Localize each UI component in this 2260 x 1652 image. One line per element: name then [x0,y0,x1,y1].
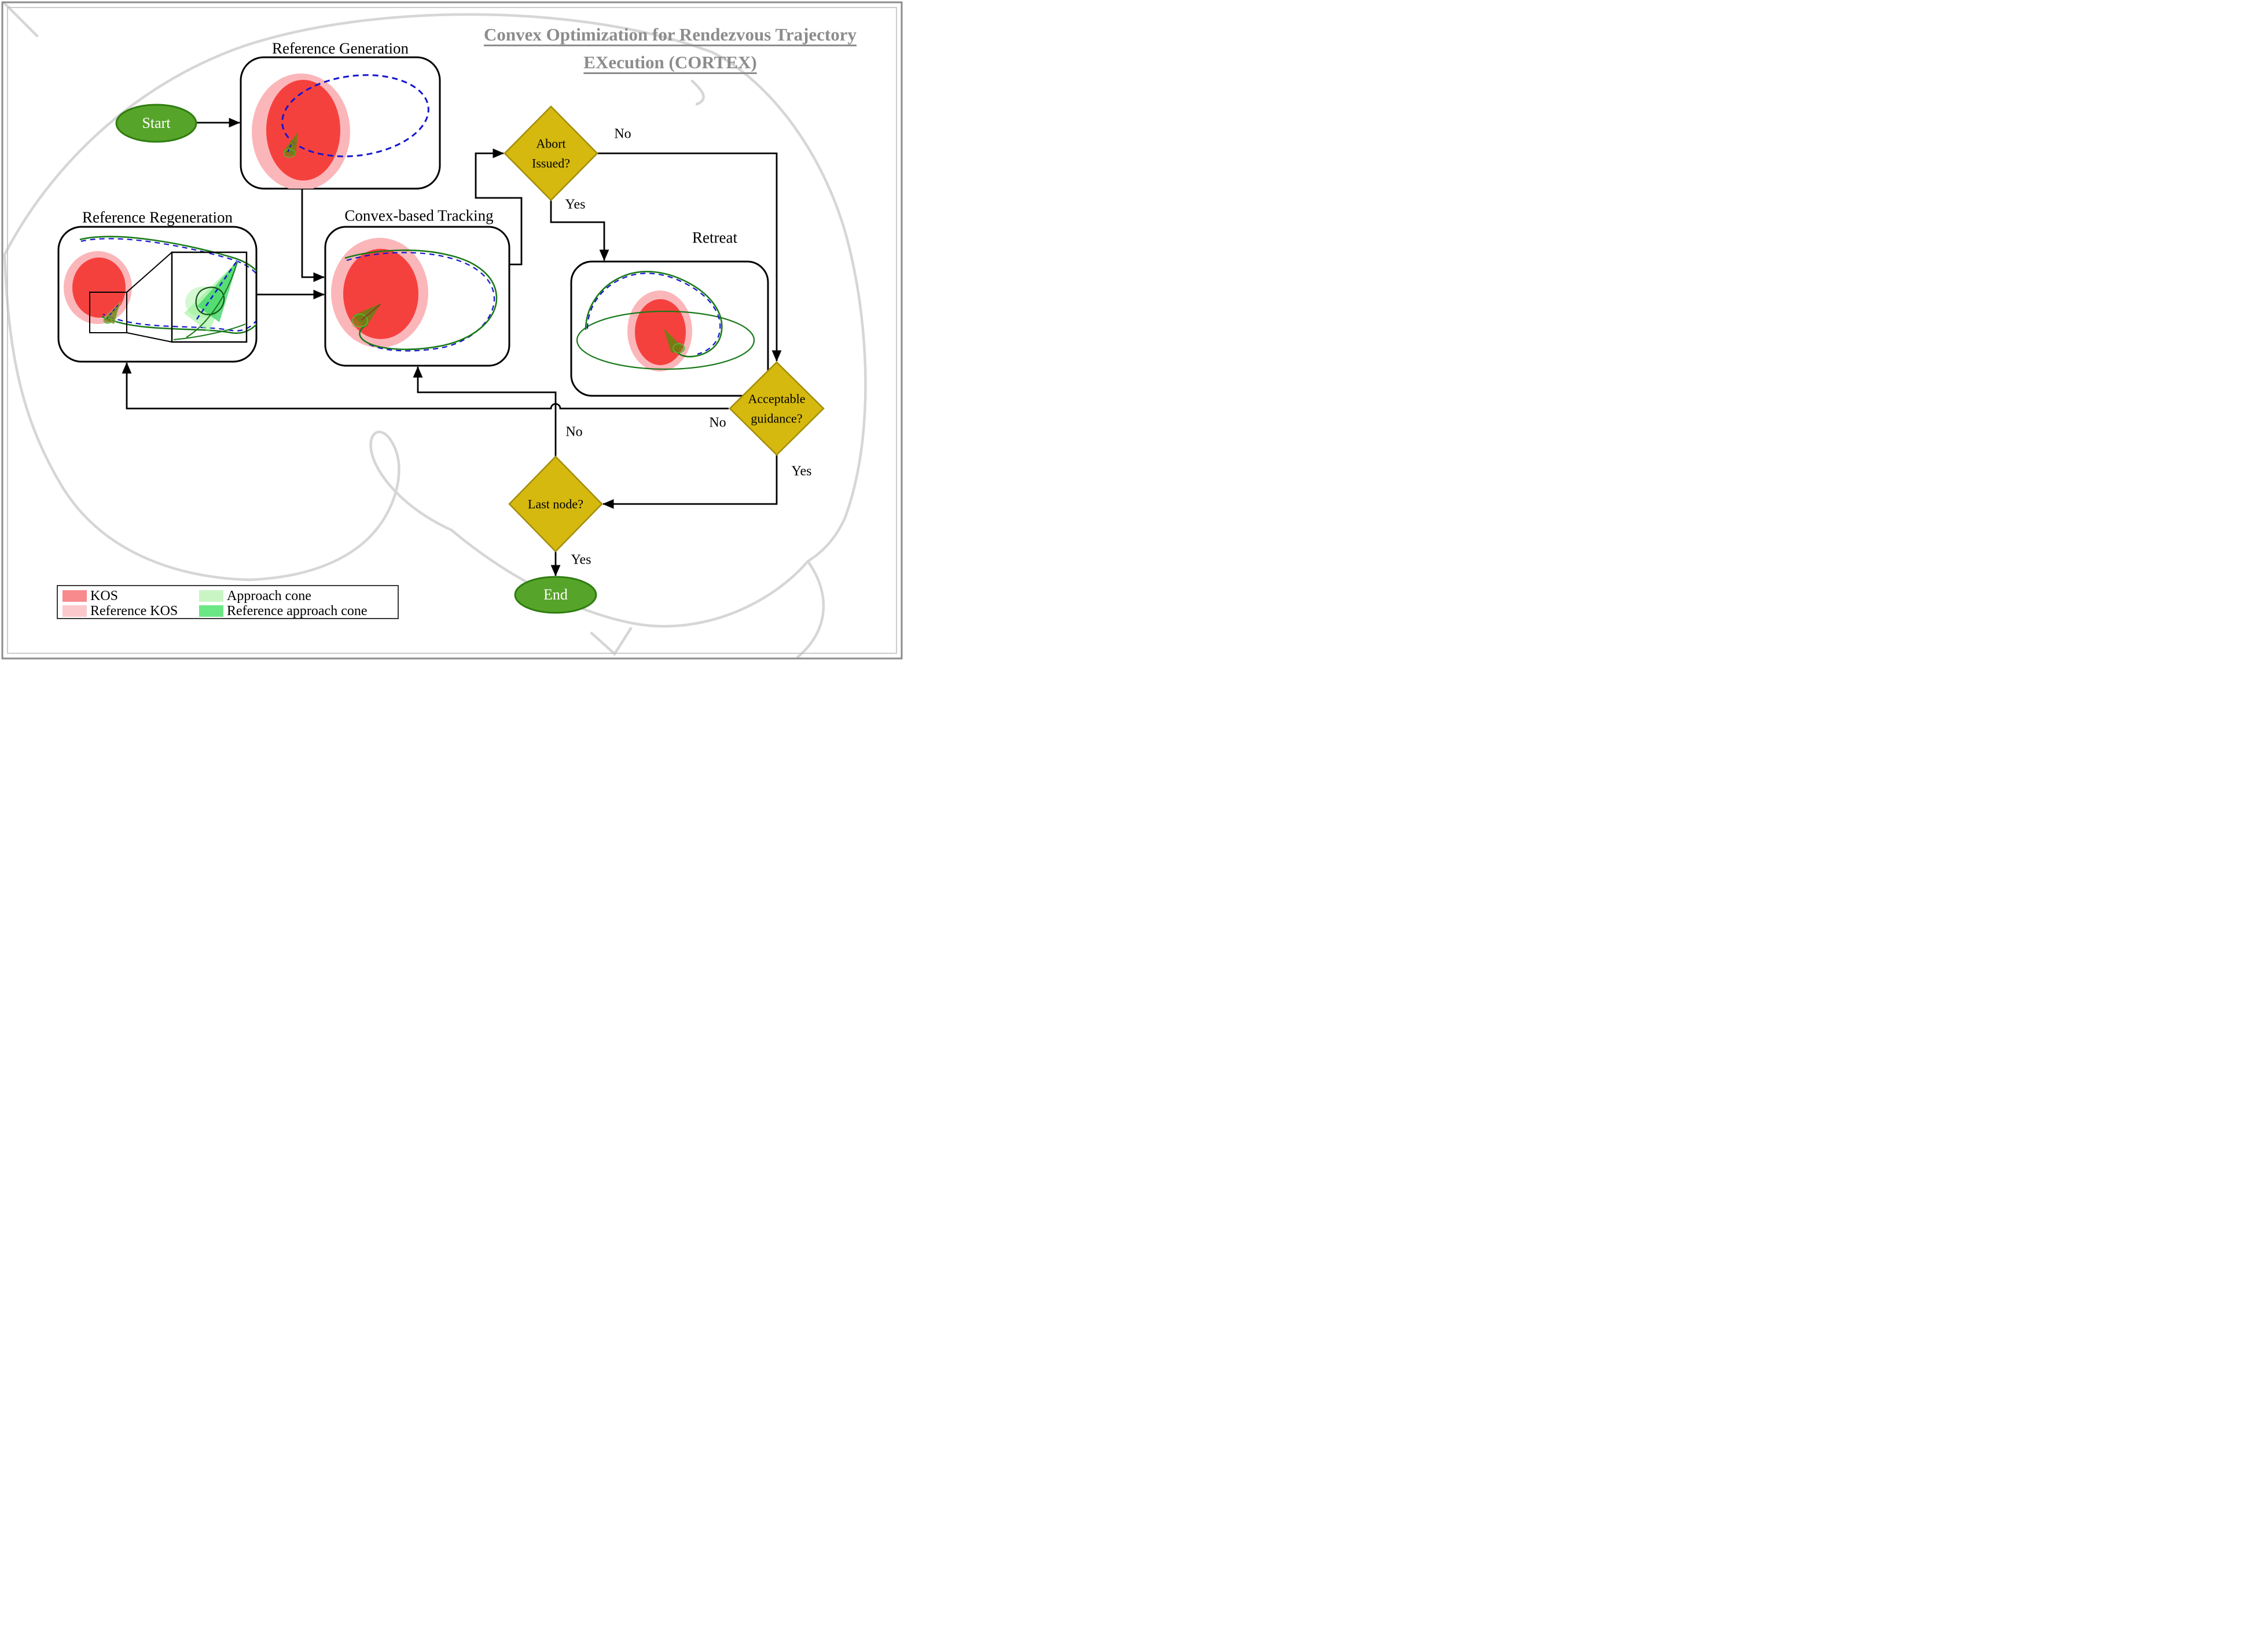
acceptable-label-line1: Acceptable [748,391,806,406]
reference-regeneration-plot [64,236,256,343]
last-node-diamond [508,455,603,553]
convex-based-tracking-label: Convex-based Tracking [344,207,494,225]
reference-approach-cone-zoomed [197,260,238,322]
legend-swatch-reference-kos [63,605,87,617]
orbit-ellipse [576,310,755,370]
reference-regeneration-label: Reference Regeneration [82,208,233,226]
legend-swatch-approach-cone [199,590,223,602]
edge-tracking-to-abort [475,148,523,266]
retreat-label: Retreat [692,229,737,246]
last-node-yes-label: Yes [571,552,591,568]
legend-swatch-reference-approach-cone [199,605,223,617]
inner-frame [7,7,897,654]
edge-last-node-no-to-tracking [413,366,557,457]
acceptable-label-line2: guidance? [751,411,803,426]
kos-ellipse [266,80,340,181]
start-label: Start [142,115,171,131]
zoom-source-rect [89,292,127,333]
figure-title-line1: Convex Optimization for Rendezvous Traje… [483,24,857,45]
reference-trajectory-dashed [281,74,429,157]
reference-trajectory-dashed [346,252,495,352]
last-node-no-label: No [565,424,583,440]
legend: KOS Reference KOS Approach cone Referenc… [57,585,399,619]
legend-label-kos: KOS [90,588,119,604]
convex-based-tracking-plot [331,238,498,352]
abort-label-line2: Issued? [532,156,570,171]
reference-trajectory-dashed [586,273,721,355]
kos-ellipse [635,299,686,365]
figure-title-line2: EXecution (CORTEX) [583,52,757,72]
legend-label-approach-cone: Approach cone [227,588,311,604]
abort-label-line1: Abort [536,136,566,151]
trajectory-green [79,236,256,334]
acceptable-guidance-diamond [729,361,825,456]
abort-no-label: No [614,126,631,142]
abort-issued-diamond [504,105,598,201]
edge-abort-yes-to-retreat [550,200,609,262]
legend-label-reference-kos: Reference KOS [90,604,178,619]
legend-swatch-kos [63,590,87,602]
acceptable-yes-label: Yes [791,463,812,479]
zoom-target-rect [171,251,248,343]
last-node-label: Last node? [528,496,583,512]
flowchart-artwork [1,1,903,660]
edge-acceptable-yes-to-last-node [602,455,778,509]
abort-yes-label: Yes [565,197,586,212]
acceptable-no-label: No [709,415,726,431]
reference-generation-plot [252,73,429,189]
end-terminal [514,576,597,614]
kos-ellipse [72,257,126,318]
start-terminal [115,104,197,143]
edge-abort-no-to-acceptable [597,152,782,362]
retreat-plot [576,271,755,371]
trajectory-green [344,249,498,351]
reference-trajectory-dashed [80,238,256,332]
edge-reference-generation-to-tracking [301,189,325,282]
legend-label-reference-approach-cone: Reference approach cone [227,604,368,619]
trajectory-green [585,271,723,358]
outer-frame [1,1,903,660]
reference-generation-label: Reference Generation [271,39,409,57]
end-label: End [543,586,568,603]
cortex-flowchart-figure: Convex Optimization for Rendezvous Traje… [0,0,904,661]
